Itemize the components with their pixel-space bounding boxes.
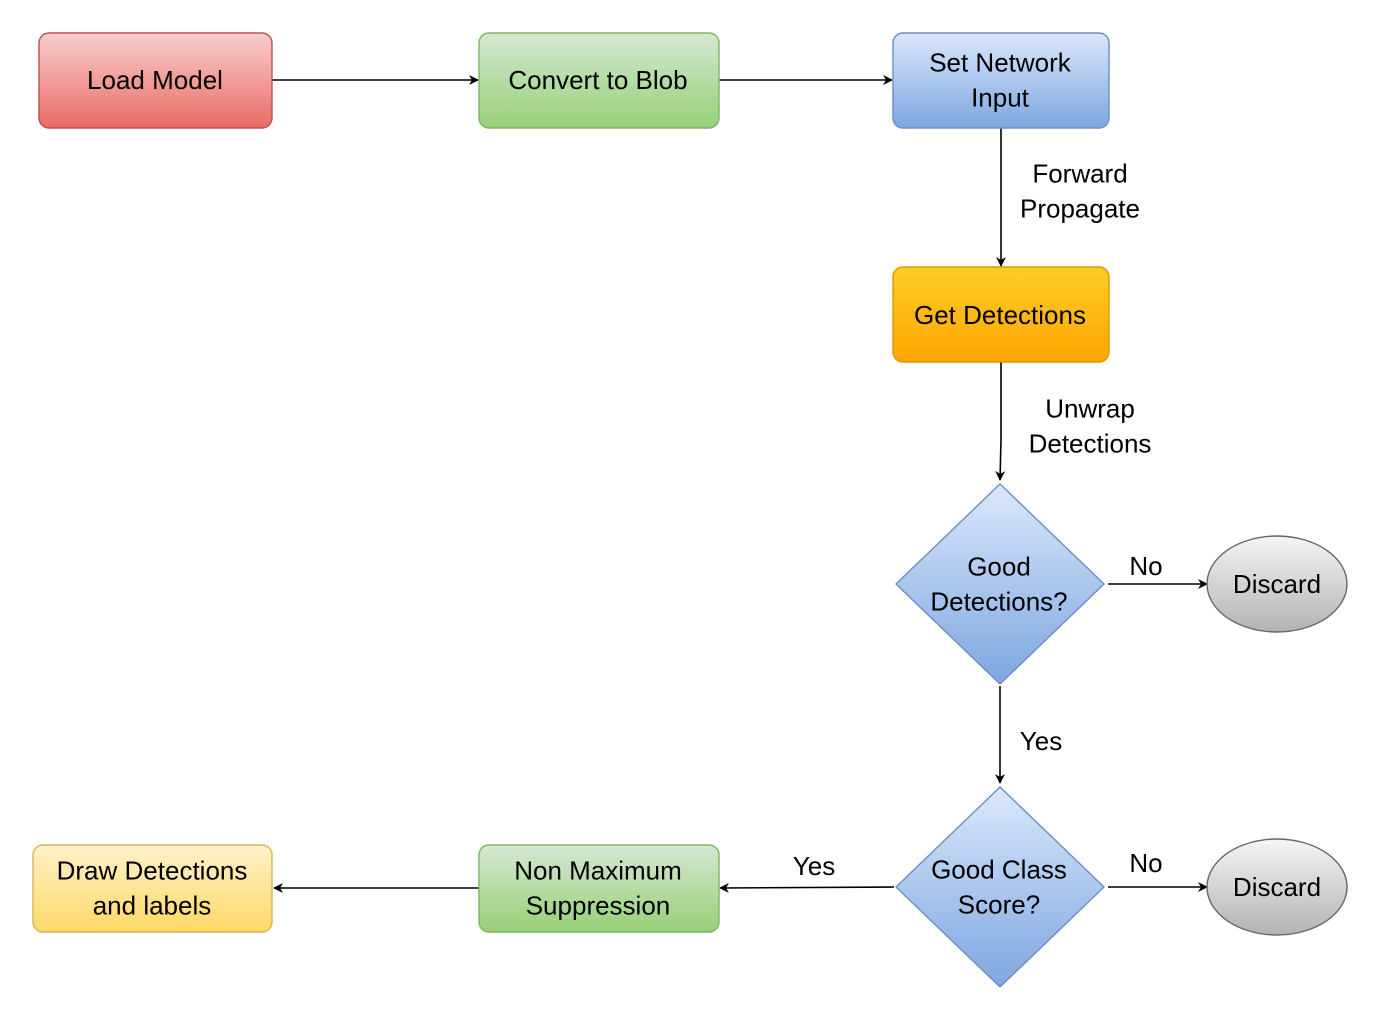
unwrap-detections-label-line-1: Unwrap [1045,394,1135,424]
discard-node-2-line-1: Discard [1233,872,1321,902]
no-label-2-line-1: No [1129,848,1162,878]
discard-node-1[interactable]: Discard [1206,535,1348,633]
load-model-node-shape [38,32,273,129]
get-detections-node[interactable]: Get Detections [892,266,1110,363]
good-detections-decision-shape [895,483,1105,685]
discard-node-2-label: Discard [1233,872,1321,902]
yes-label-1-line-1: Yes [1020,726,1062,756]
discard-node-2-shape [1206,838,1348,936]
draw-detections-node[interactable]: Draw Detections and labels [32,844,273,933]
edge-goodclassscore-to-nms [719,882,895,893]
set-network-input-node-line-2: Input [971,83,1030,113]
convert-to-blob-node-label: Convert to Blob [508,65,687,95]
unwrap-detections-label-line-2: Detections [1029,429,1152,459]
good-detections-decision-line-1: Good [967,552,1031,582]
get-detections-node-label: Get Detections [914,300,1086,330]
no-label-2: No [1129,848,1162,878]
non-maximum-suppression-node-line-1: Non Maximum [514,856,682,886]
good-detections-decision-line-2: Detections? [930,587,1067,617]
discard-node-1-label: Discard [1233,569,1321,599]
draw-detections-node-shape [32,844,273,933]
yes-label-1: Yes [1020,726,1062,756]
convert-to-blob-node-shape [478,32,720,129]
discard-node-1-shape [1206,535,1348,633]
load-model-node-label: Load Model [87,65,223,95]
discard-node-1-line-1: Discard [1233,569,1321,599]
get-detections-node-shape [892,266,1110,363]
forward-propagate-label-line-2: Propagate [1020,194,1140,224]
set-network-input-node-line-1: Set Network [929,48,1072,78]
draw-detections-node-line-2: and labels [93,891,212,921]
good-class-score-decision-line-2: Score? [958,890,1040,920]
edges [272,75,1208,893]
good-class-score-decision-shape [895,786,1105,988]
set-network-input-node-shape [892,32,1110,129]
load-model-node-line-1: Load Model [87,65,223,95]
non-maximum-suppression-node-line-2: Suppression [526,891,671,921]
convert-to-blob-node-line-1: Convert to Blob [508,65,687,95]
no-label-1-line-1: No [1129,551,1162,581]
load-model-node[interactable]: Load Model [38,32,273,129]
forward-propagate-label-line-1: Forward [1032,159,1127,189]
good-class-score-decision-line-1: Good Class [931,855,1067,885]
no-label-1: No [1129,551,1162,581]
yes-label-2-line-1: Yes [793,851,835,881]
yes-label-2: Yes [793,851,835,881]
draw-detections-node-label: Draw Detections and labels [57,856,248,921]
discard-node-2[interactable]: Discard [1206,838,1348,936]
draw-detections-node-line-1: Draw Detections [57,856,248,886]
convert-to-blob-node[interactable]: Convert to Blob [478,32,720,129]
edge-getdetections-to-gooddetections [995,362,1006,481]
non-maximum-suppression-node-shape [478,844,720,933]
get-detections-node-line-1: Get Detections [914,300,1086,330]
